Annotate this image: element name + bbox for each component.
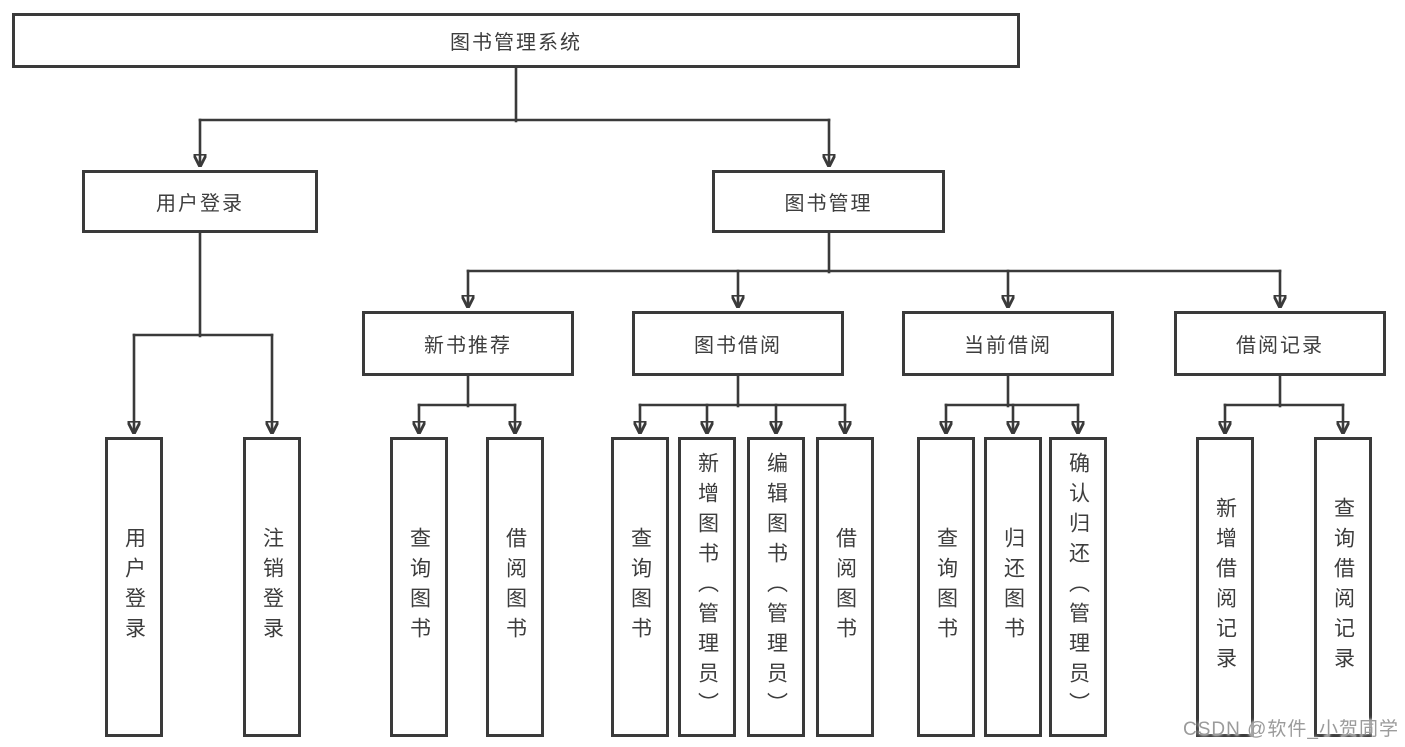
leaf-query-books-recommend: 查询图书 xyxy=(390,437,448,737)
node-book-borrowing-label: 图书借阅 xyxy=(694,335,782,357)
leaf-return-books-label: 归还图书 xyxy=(1001,527,1025,647)
leaf-query-books-current: 查询图书 xyxy=(917,437,975,737)
csdn-watermark: CSDN @软件_小贺同学 xyxy=(1183,719,1399,740)
leaf-query-books-recommend-label: 查询图书 xyxy=(407,527,431,647)
node-book-borrowing: 图书借阅 xyxy=(632,311,844,376)
leaf-edit-books-admin-label: 编辑图书（管理员） xyxy=(764,452,788,722)
node-root-label: 图书管理系统 xyxy=(450,32,582,54)
leaf-add-borrow-record: 新增借阅记录 xyxy=(1196,437,1254,737)
leaf-query-books-borrowing: 查询图书 xyxy=(611,437,669,737)
leaf-add-books-admin: 新增图书（管理员） xyxy=(678,437,736,737)
leaf-return-books: 归还图书 xyxy=(984,437,1042,737)
leaf-logout-login: 注销登录 xyxy=(243,437,301,737)
leaf-logout-login-label: 注销登录 xyxy=(260,527,284,647)
leaf-user-login-label: 用户登录 xyxy=(122,527,146,647)
leaf-borrow-books-recommend: 借阅图书 xyxy=(486,437,544,737)
leaf-query-books-borrowing-label: 查询图书 xyxy=(628,527,652,647)
leaf-confirm-return-admin-label: 确认归还（管理员） xyxy=(1066,452,1090,722)
leaf-edit-books-admin: 编辑图书（管理员） xyxy=(747,437,805,737)
node-current-borrowing: 当前借阅 xyxy=(902,311,1114,376)
node-current-borrowing-label: 当前借阅 xyxy=(964,335,1052,357)
leaf-query-borrow-record-label: 查询借阅记录 xyxy=(1331,497,1355,677)
leaf-query-books-current-label: 查询图书 xyxy=(934,527,958,647)
leaf-add-books-admin-label: 新增图书（管理员） xyxy=(695,452,719,722)
node-root-system: 图书管理系统 xyxy=(12,13,1020,68)
leaf-borrow-books-label: 借阅图书 xyxy=(833,527,857,647)
leaf-add-borrow-record-label: 新增借阅记录 xyxy=(1213,497,1237,677)
node-user-login-label: 用户登录 xyxy=(156,193,244,215)
leaf-user-login: 用户登录 xyxy=(105,437,163,737)
node-book-management: 图书管理 xyxy=(712,170,945,233)
leaf-borrow-books: 借阅图书 xyxy=(816,437,874,737)
node-new-book-recommend-label: 新书推荐 xyxy=(424,335,512,357)
node-user-login: 用户登录 xyxy=(82,170,318,233)
node-book-management-label: 图书管理 xyxy=(784,193,873,215)
leaf-borrow-books-recommend-label: 借阅图书 xyxy=(503,527,527,647)
leaf-query-borrow-record: 查询借阅记录 xyxy=(1314,437,1372,737)
leaf-confirm-return-admin: 确认归还（管理员） xyxy=(1049,437,1107,737)
node-new-book-recommend: 新书推荐 xyxy=(362,311,574,376)
node-borrow-records-label: 借阅记录 xyxy=(1236,335,1324,357)
node-borrow-records: 借阅记录 xyxy=(1174,311,1386,376)
